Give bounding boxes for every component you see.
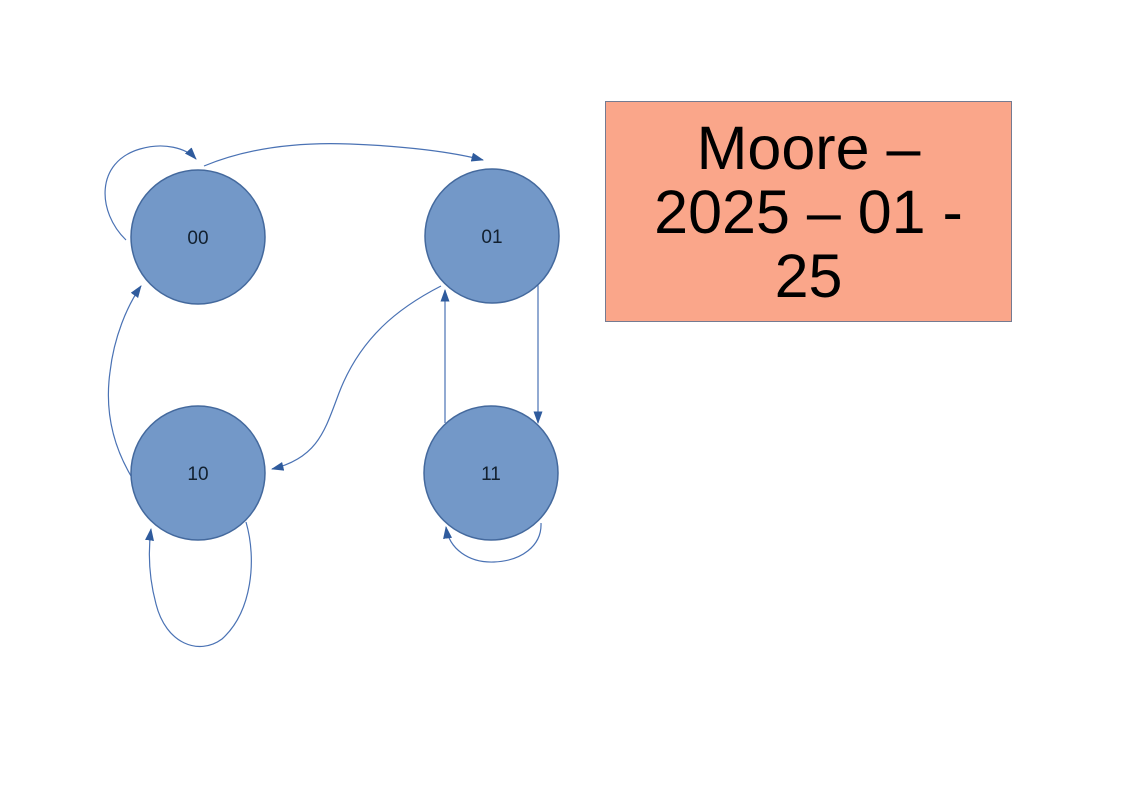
title-line-2: 2025 – 01 - (654, 177, 963, 246)
edge-10-self-loop (145, 521, 252, 648)
state-label-01: 01 (481, 227, 502, 248)
edge-00-self-loop (104, 145, 197, 241)
title-line-1: Moore – (696, 113, 921, 182)
state-circle-01 (424, 168, 560, 304)
state-circle-00 (130, 169, 266, 305)
edge-01-to-10 (271, 285, 442, 471)
state-node-11: 11 (423, 405, 559, 541)
edge-11-self-loop (443, 522, 542, 563)
state-node-01: 01 (424, 168, 560, 304)
state-label-11: 11 (481, 464, 501, 485)
title-box: Moore – 2025 – 01 - 25 (605, 101, 1012, 322)
edge-00-to-01 (203, 142, 484, 167)
state-circle-10 (130, 405, 266, 541)
state-node-10: 10 (130, 405, 266, 541)
edge-10-to-00 (107, 285, 142, 477)
state-label-10: 10 (187, 464, 208, 485)
state-label-00: 00 (187, 228, 208, 249)
state-node-00: 00 (130, 169, 266, 305)
state-circle-11 (423, 405, 559, 541)
title-line-3: 25 (774, 241, 843, 310)
